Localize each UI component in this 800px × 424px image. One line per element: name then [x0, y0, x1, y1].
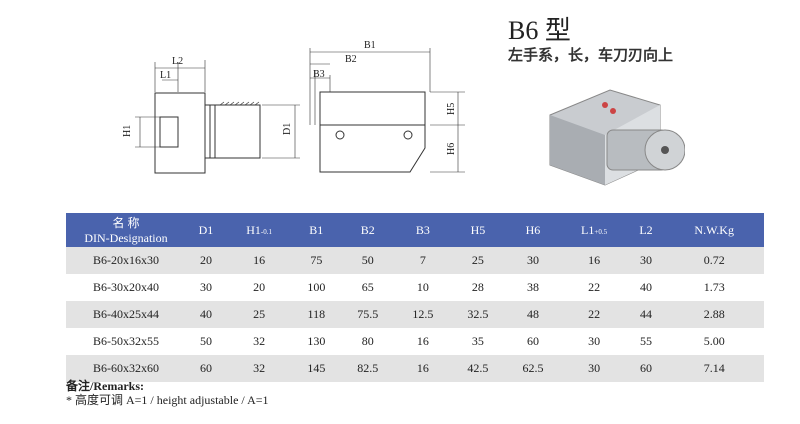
header-col: D1: [186, 213, 226, 247]
table-cell: 60: [627, 355, 665, 382]
table-cell: 25: [450, 247, 506, 274]
table-cell: 32: [253, 334, 266, 348]
table-cell: 10: [416, 280, 429, 294]
table-cell: 145: [292, 355, 341, 382]
header-col: H6: [505, 213, 561, 247]
table-cell: 60: [526, 334, 539, 348]
table-cell: 20: [186, 247, 226, 274]
remarks-note: * 高度可调 A=1 / height adjustable / A=1: [66, 393, 269, 407]
table-cell: 42.5: [450, 355, 506, 382]
table-cell: 22: [588, 280, 601, 294]
label-h6: H6: [446, 143, 457, 155]
table-cell: 16: [395, 355, 451, 382]
table-cell: 22: [560, 301, 628, 328]
header-col: L2: [627, 213, 665, 247]
table-cell: 20: [253, 280, 266, 294]
table-cell: 28: [471, 280, 484, 294]
table-cell: 65: [361, 280, 374, 294]
header-col: H5: [450, 213, 506, 247]
table-cell: B6-30x20x40: [93, 280, 159, 294]
header-col: B3: [395, 213, 451, 247]
table-cell: 80: [361, 334, 374, 348]
table-cell: 30: [505, 247, 561, 274]
table-cell: 60: [186, 355, 226, 382]
table-cell: 30: [588, 334, 601, 348]
table-cell: 30: [199, 280, 212, 294]
technical-drawing: L2 L1 H1 D1 B1 B2 B3 H5 H6: [122, 40, 465, 174]
label-h5: H5: [446, 103, 457, 115]
table-cell: 75.5: [340, 301, 396, 328]
table-cell: 2.88: [664, 301, 764, 328]
table-cell: 48: [505, 301, 561, 328]
table-cell: 40: [640, 280, 653, 294]
table-cell: B6-20x16x30: [66, 247, 186, 274]
table-cell: 16: [560, 247, 628, 274]
table-cell: 5.00: [703, 334, 725, 348]
table-cell: 100: [307, 280, 326, 294]
table-cell: 40: [186, 301, 226, 328]
table-cell: B6-50x32x55: [93, 334, 159, 348]
table-cell: 25: [225, 301, 293, 328]
table-cell: 38: [526, 280, 539, 294]
table-cell: 50: [199, 334, 212, 348]
table-cell: 62.5: [505, 355, 561, 382]
header-col: N.W.Kg: [664, 213, 764, 247]
table-cell: 7: [395, 247, 451, 274]
header-col: B1: [292, 213, 341, 247]
label-d1: D1: [282, 123, 293, 135]
table-cell: 130: [307, 334, 326, 348]
remarks-label: 备注/Remarks:: [66, 379, 144, 393]
table-row: B6-50x32x55 50 32 130 80 16 35 60 30 55 5.00: [66, 328, 764, 355]
table-cell: 30: [627, 247, 665, 274]
label-b3: B3: [313, 69, 325, 80]
table-cell: 12.5: [395, 301, 451, 328]
header-col: H1-0.1: [225, 213, 293, 247]
table-cell: 75: [292, 247, 341, 274]
table-cell: B6-60x32x60: [66, 355, 186, 382]
label-l2: L2: [172, 56, 183, 67]
table-cell: 44: [627, 301, 665, 328]
label-b2: B2: [345, 54, 357, 65]
label-h1: H1: [122, 125, 133, 137]
table-cell: 1.73: [703, 280, 725, 294]
header-col: L1+0.5: [560, 213, 628, 247]
table-cell: 30: [560, 355, 628, 382]
table-cell: 50: [340, 247, 396, 274]
table-cell: 16: [416, 334, 429, 348]
table-cell: 118: [292, 301, 341, 328]
table-cell: 0.72: [664, 247, 764, 274]
label-b1: B1: [364, 40, 376, 51]
table-cell: 55: [640, 334, 653, 348]
table-cell: 7.14: [664, 355, 764, 382]
label-l1: L1: [160, 70, 171, 81]
page-title: B6 型: [508, 16, 571, 45]
header-col: B2: [340, 213, 396, 247]
product-photo: [549, 89, 685, 186]
table-cell: 82.5: [340, 355, 396, 382]
table-cell: 35: [471, 334, 484, 348]
table-cell: 32: [225, 355, 293, 382]
table-row: B6-30x20x40 30 20 100 65 10 28 38 22 40 1.73: [66, 274, 764, 301]
table-cell: B6-40x25x44: [66, 301, 186, 328]
table-cell: 16: [225, 247, 293, 274]
table-cell: 32.5: [450, 301, 506, 328]
page-subtitle: 左手系，长，车刀刃向上: [508, 46, 674, 64]
